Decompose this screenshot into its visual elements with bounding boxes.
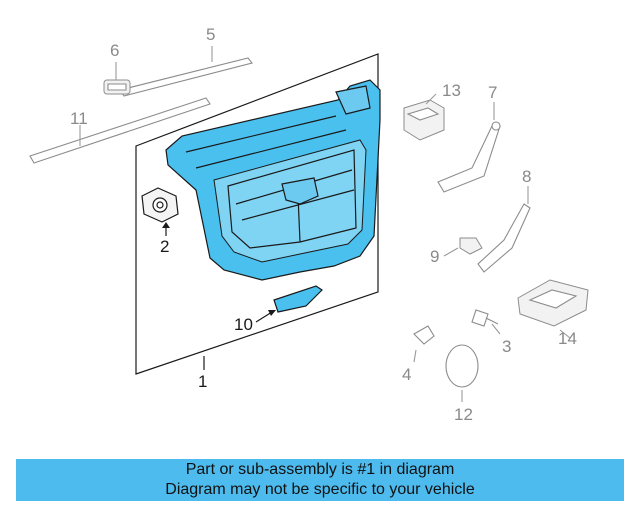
part-1-door-trim-panel [165,79,381,281]
callout-6: 6 [110,41,119,60]
part-9-fastener [443,237,483,257]
callout-4: 4 [402,365,411,384]
callout-11: 11 [70,109,88,128]
part-2-retainer [141,187,179,236]
part-3-screw [471,309,501,335]
banner-line-1: Part or sub-assembly is #1 in diagram [185,461,455,478]
callout-10: 10 [234,315,253,334]
part-7-handle [437,102,501,193]
callout-5: 5 [206,25,215,44]
part-4-pushpin [413,325,435,363]
part-12-plug [445,344,479,402]
part-5-weatherstrip [119,57,253,97]
callout-8: 8 [522,167,531,186]
parts-diagram: 1 2 3 4 5 6 7 8 9 10 11 12 13 14 [29,25,589,424]
callout-1: 1 [198,372,207,391]
banner-line-2: Diagram may not be specific to your vehi… [165,481,475,498]
callout-12: 12 [454,405,473,424]
callout-14: 14 [558,329,577,348]
info-banner: Part or sub-assembly is #1 in diagram Di… [16,459,624,501]
callout-3: 3 [502,337,511,356]
callout-7: 7 [488,83,497,102]
callout-2: 2 [160,237,169,256]
callout-13: 13 [442,81,461,100]
part-14-grille [517,279,589,339]
part-8-trim [477,186,531,273]
callout-9: 9 [430,247,439,266]
part-13-switch [403,93,445,141]
part-11-molding [29,97,211,164]
part-10-cover [255,285,323,323]
part-6-clip [103,62,131,95]
